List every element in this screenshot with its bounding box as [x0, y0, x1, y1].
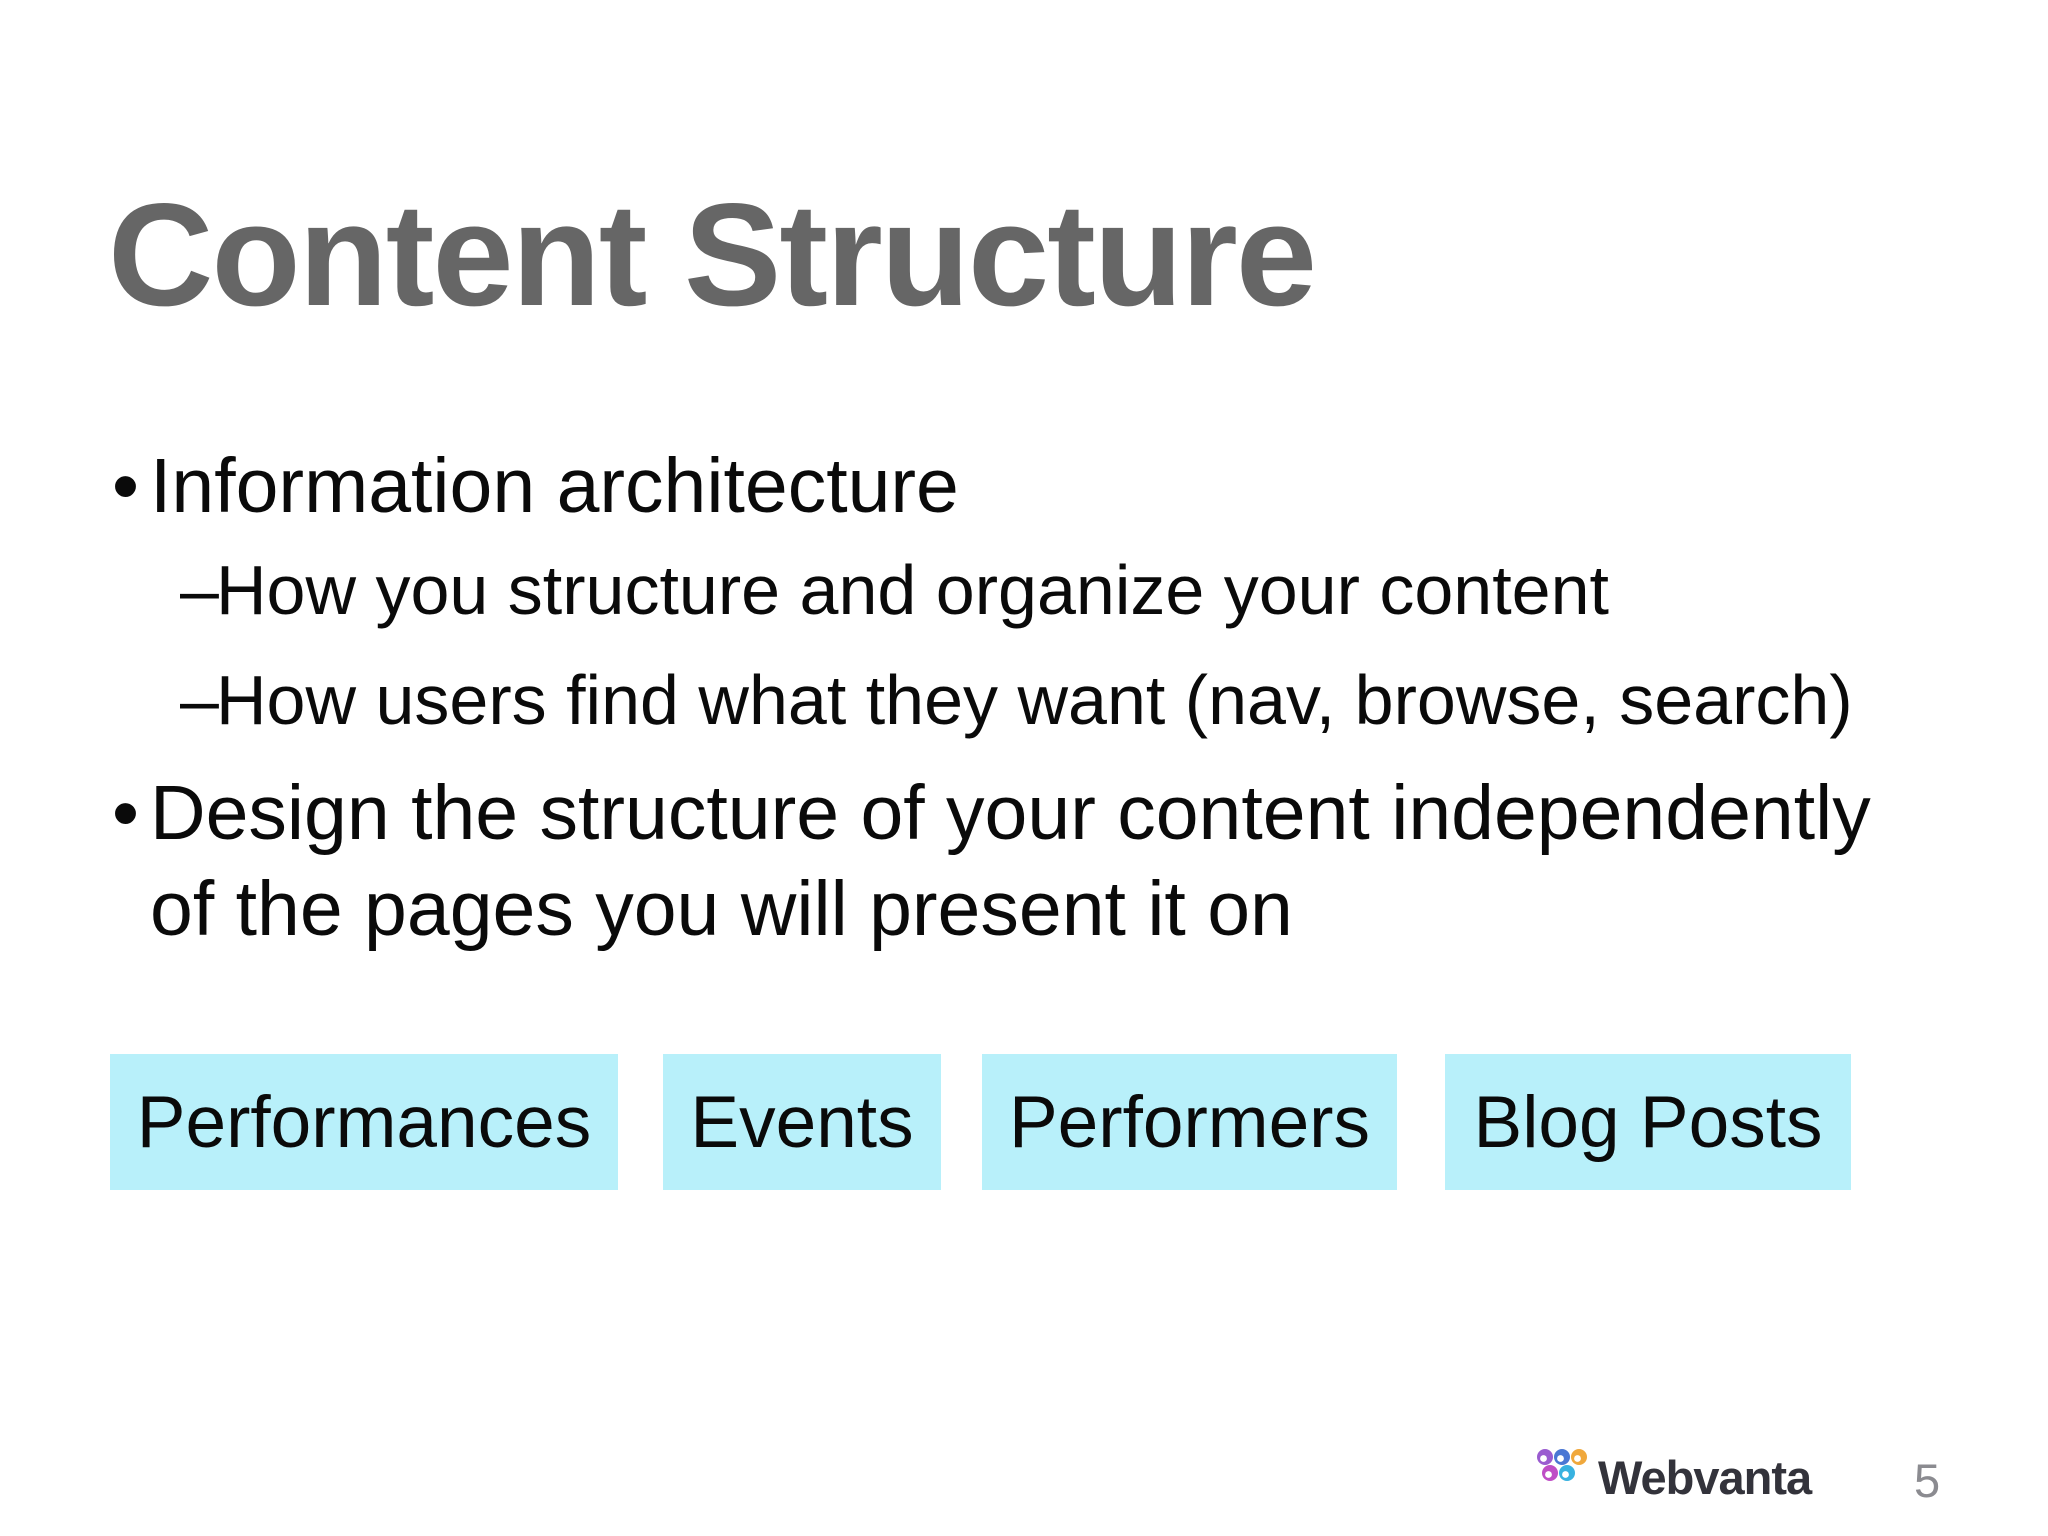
dash-bullet-icon: –	[180, 551, 219, 629]
sub-bullet-item: – How you structure and organize your co…	[180, 546, 1609, 634]
brand-name: Webvanta	[1598, 1451, 1812, 1504]
bullet-text: Information architecture	[150, 443, 959, 529]
content-box-performances: Performances	[110, 1054, 618, 1190]
content-type-boxes: Performances Events Performers Blog Post…	[110, 1054, 1851, 1190]
content-box-blog-posts: Blog Posts	[1445, 1054, 1851, 1190]
page-number: 5	[1914, 1454, 1941, 1507]
sub-bullet-item: – How users find what they want (nav, br…	[180, 656, 1853, 744]
dash-bullet-icon: –	[180, 661, 219, 739]
bullet-text: Design the structure of your content ind…	[150, 770, 1871, 952]
sub-bullet-text: How users find what they want (nav, brow…	[216, 661, 1853, 739]
content-box-performers: Performers	[982, 1054, 1397, 1190]
slide-title: Content Structure	[108, 172, 1317, 336]
bullet-item: • Design the structure of your content i…	[112, 765, 1930, 957]
content-box-events: Events	[663, 1054, 941, 1190]
bullet-dot-icon: •	[112, 770, 139, 856]
webvanta-logo-icon	[1537, 1449, 1587, 1481]
bullet-dot-icon: •	[112, 443, 139, 529]
bullet-item: • Information architecture	[112, 438, 959, 534]
sub-bullet-text: How you structure and organize your cont…	[216, 551, 1609, 629]
